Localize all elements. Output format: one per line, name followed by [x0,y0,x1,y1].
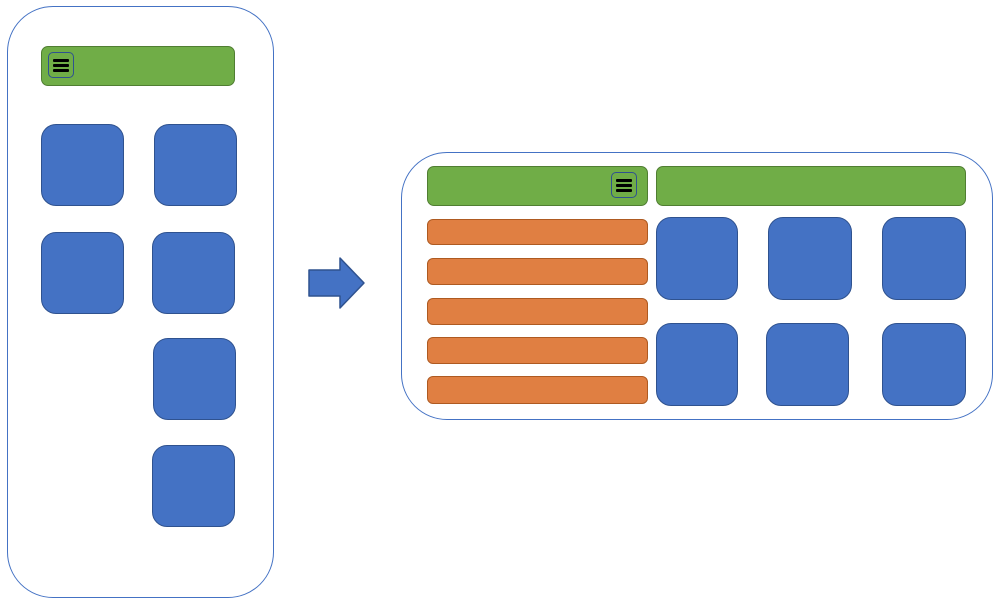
main-header-bar [656,166,966,206]
sidebar-menu-item[interactable] [427,376,648,404]
mobile-layout-frame [7,6,274,598]
desktop-layout-frame [401,152,993,420]
mobile-header-bar [41,46,235,86]
mobile-tile[interactable] [153,338,236,420]
mobile-tile[interactable] [154,124,237,206]
sidebar-header-bar [427,166,648,206]
mobile-tile[interactable] [152,445,235,527]
right-arrow-icon [308,257,365,309]
desktop-tile[interactable] [656,323,738,406]
mobile-tile[interactable] [41,124,124,206]
desktop-tile[interactable] [766,323,849,406]
sidebar-menu-item[interactable] [427,258,648,285]
sidebar-menu-item[interactable] [427,298,648,325]
mobile-tile[interactable] [152,232,235,314]
hamburger-menu-icon[interactable] [611,172,637,198]
desktop-tile[interactable] [882,323,966,406]
desktop-tile[interactable] [768,217,852,300]
hamburger-menu-icon[interactable] [48,52,74,78]
sidebar-menu-item[interactable] [427,219,648,245]
desktop-tile[interactable] [656,217,738,300]
desktop-tile[interactable] [882,217,966,300]
mobile-tile[interactable] [41,232,124,314]
sidebar-menu-item[interactable] [427,337,648,364]
